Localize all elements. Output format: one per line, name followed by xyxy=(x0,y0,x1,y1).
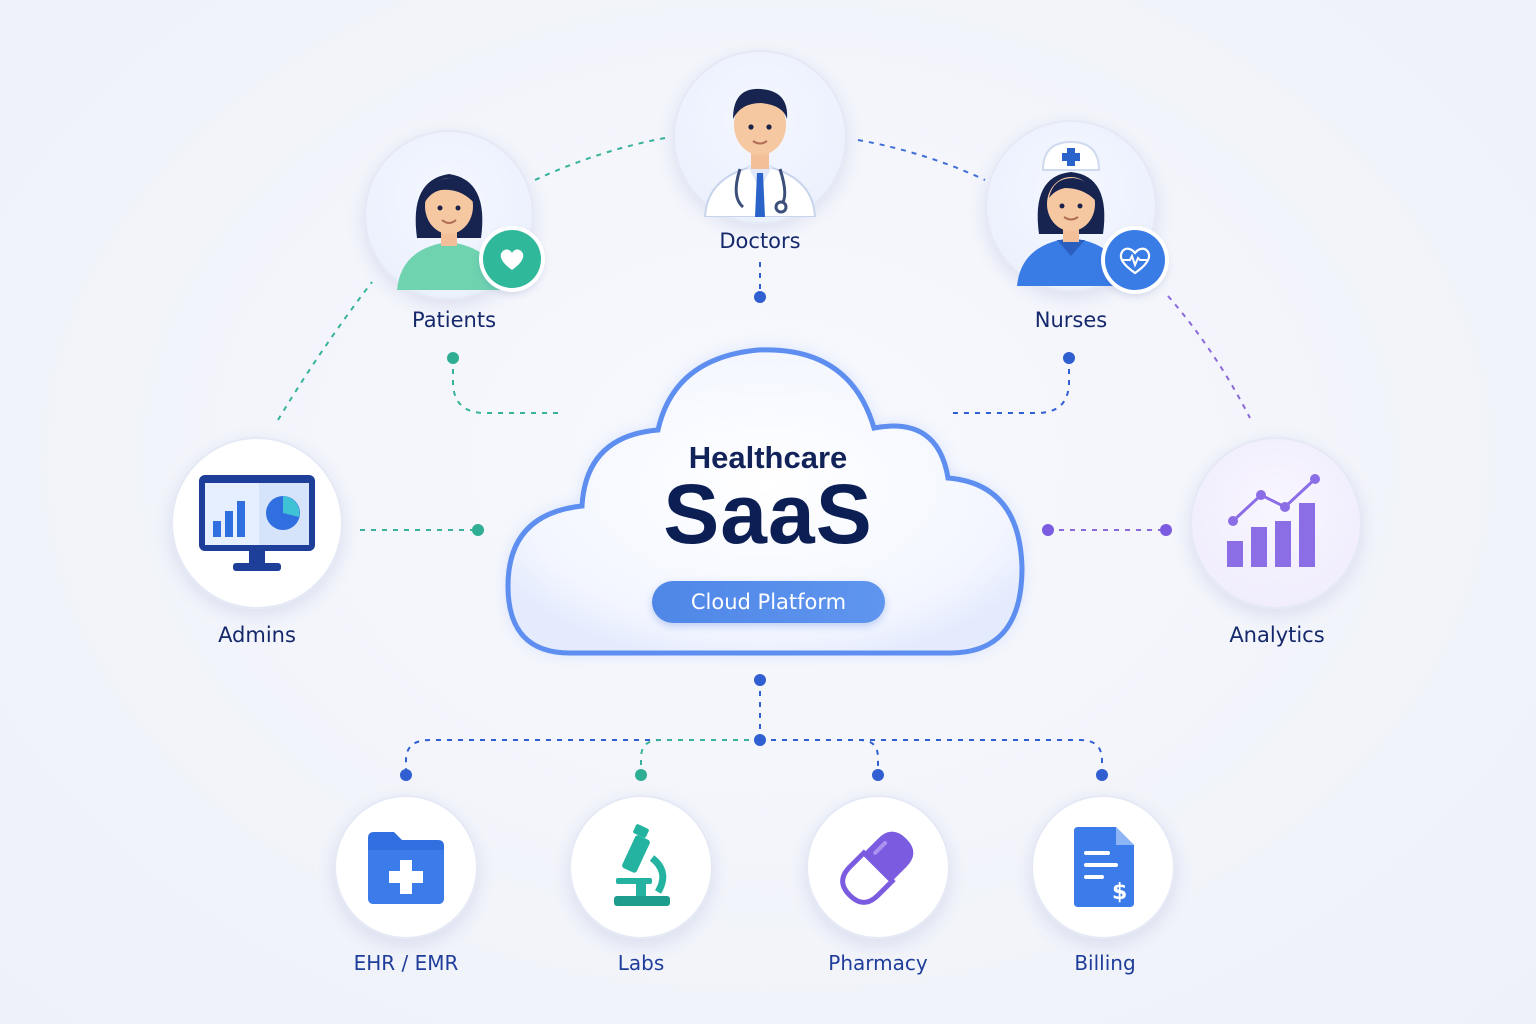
dot-tree-junction xyxy=(754,734,766,746)
analytics-label: Analytics xyxy=(1229,623,1325,647)
arc-doctors-nurses xyxy=(857,139,986,181)
doctor-avatar-icon xyxy=(703,88,817,217)
dot-nurses xyxy=(1063,352,1075,364)
ehr-node[interactable] xyxy=(334,795,478,939)
medical-folder-icon xyxy=(368,832,444,904)
patients-label: Patients xyxy=(411,308,497,332)
heartbeat-icon xyxy=(1119,247,1151,275)
dot-admins xyxy=(472,524,484,536)
dot-pharmacy xyxy=(872,769,884,781)
dot-billing xyxy=(1096,769,1108,781)
branch-ehr xyxy=(405,739,760,775)
svg-text:$: $ xyxy=(1112,880,1127,905)
labs-node[interactable] xyxy=(569,795,713,939)
billing-label: Billing xyxy=(1074,951,1136,975)
patients-badge xyxy=(483,230,541,288)
nurses-badge xyxy=(1105,230,1165,290)
patient-avatar-icon xyxy=(397,174,501,290)
cloud-hub-icon xyxy=(505,347,1025,656)
doctors-label: Doctors xyxy=(719,229,801,253)
branch-billing xyxy=(760,739,1103,775)
nurse-avatar-icon xyxy=(1017,140,1125,286)
admins-label: Admins xyxy=(218,623,296,647)
analytics-node[interactable] xyxy=(1190,437,1362,609)
heart-icon xyxy=(500,249,524,270)
dot-patients xyxy=(447,352,459,364)
hub-title-big: SaaS xyxy=(663,467,873,561)
billing-node[interactable]: $ xyxy=(1031,795,1175,939)
invoice-icon: $ xyxy=(1074,827,1134,907)
dot-hub-bottom xyxy=(754,674,766,686)
pharmacy-node[interactable] xyxy=(806,795,950,939)
pharmacy-label: Pharmacy xyxy=(828,951,928,975)
branch-pharmacy xyxy=(760,739,879,775)
hub-pill-label: Cloud Platform xyxy=(652,581,885,623)
dot-analytics-right xyxy=(1160,524,1172,536)
ehr-label: EHR / EMR xyxy=(353,951,459,975)
arc-patients-doctors xyxy=(534,137,666,181)
microscope-icon xyxy=(614,824,670,906)
dashboard-monitor-icon xyxy=(199,475,315,571)
doctors-node[interactable] xyxy=(673,50,847,224)
branch-labs xyxy=(640,739,760,775)
dot-labs xyxy=(635,769,647,781)
nurses-label: Nurses xyxy=(1034,308,1108,332)
dot-doctors xyxy=(754,291,766,303)
capsule-icon xyxy=(840,831,914,905)
arc-admins-patients xyxy=(277,281,373,421)
labs-label: Labs xyxy=(617,951,665,975)
admins-node[interactable] xyxy=(171,437,343,609)
hub-title-small: Healthcare xyxy=(688,440,848,475)
dot-analytics-left xyxy=(1042,524,1054,536)
dot-ehr xyxy=(400,769,412,781)
bar-chart-icon xyxy=(1227,474,1320,567)
